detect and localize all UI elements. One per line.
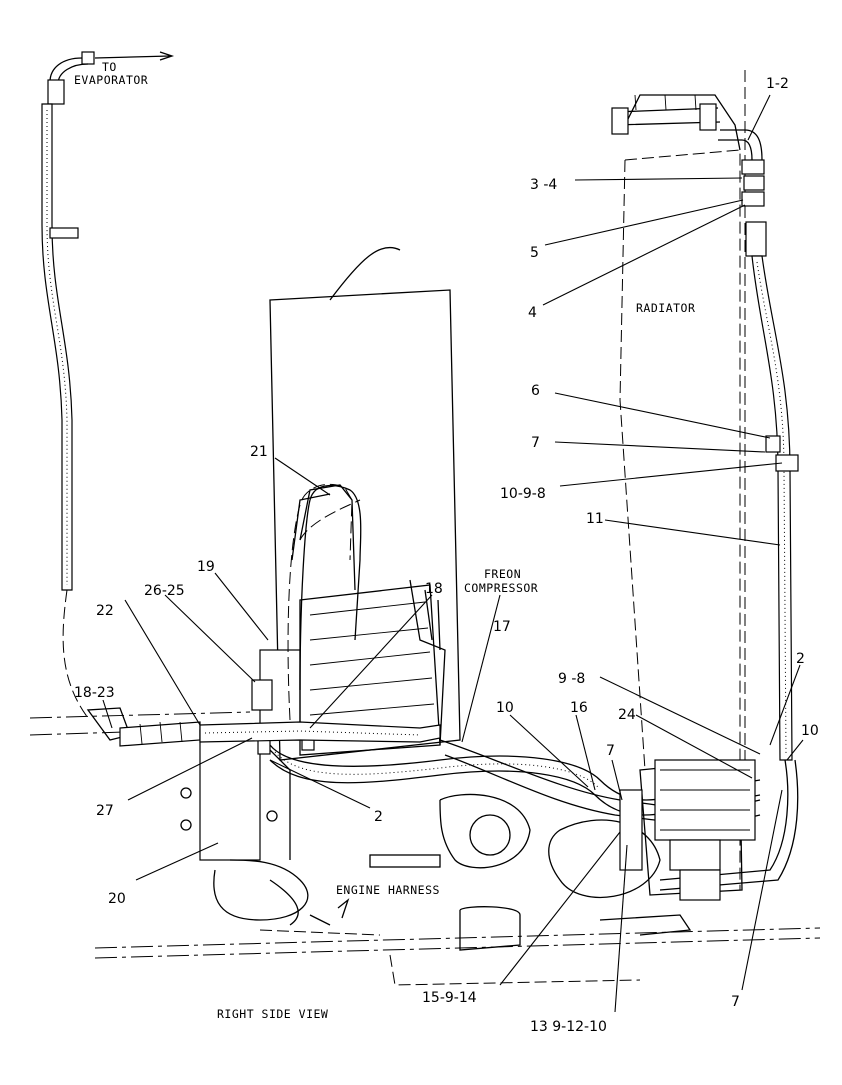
callout-label: 16 bbox=[570, 700, 588, 716]
callout-label: 17 bbox=[493, 619, 511, 635]
callout-label: 10 bbox=[496, 700, 514, 716]
callout-label: 1-2 bbox=[766, 76, 789, 92]
callout-label: 20 bbox=[108, 891, 126, 907]
radiator-hose bbox=[659, 129, 799, 891]
engine-harness-label: ENGINE HARNESS bbox=[336, 883, 440, 897]
callout-label: 27 bbox=[96, 803, 114, 819]
callout-label: 7 bbox=[606, 743, 615, 759]
compressor-assembly bbox=[180, 289, 461, 861]
callout-label: 10 bbox=[801, 723, 819, 739]
callout-label: 3 -4 bbox=[530, 177, 557, 193]
callout-label: 7 bbox=[731, 994, 740, 1010]
engine-components bbox=[213, 759, 756, 951]
callout-label: 11 bbox=[586, 511, 604, 527]
to-evaporator-label-line2: EVAPORATOR bbox=[74, 73, 148, 87]
radiator bbox=[611, 94, 743, 896]
callout-label: 18-23 bbox=[74, 685, 115, 701]
callout-label: 5 bbox=[530, 245, 539, 261]
callout-label: 6 bbox=[531, 383, 540, 399]
callout-label: 22 bbox=[96, 603, 114, 619]
callout-label: 26-25 bbox=[144, 583, 185, 599]
callout-label: 4 bbox=[528, 305, 537, 321]
callout-label: 13 9-12-10 bbox=[530, 1019, 607, 1035]
callout-label: 19 bbox=[197, 559, 215, 575]
line-21-loop bbox=[287, 483, 362, 721]
to-evaporator-label-line1: TO bbox=[102, 60, 117, 74]
callout-label: 7 bbox=[531, 435, 540, 451]
callout-label: 21 bbox=[250, 444, 268, 460]
callout-label: 10-9-8 bbox=[500, 486, 546, 502]
callout-label: 2 bbox=[796, 651, 805, 667]
freon-label-line2: COMPRESSOR bbox=[464, 581, 538, 595]
callout-label: 9 -8 bbox=[558, 671, 585, 687]
leader-lines bbox=[102, 94, 804, 1013]
view-title: RIGHT SIDE VIEW bbox=[217, 1007, 328, 1021]
callouts: 1-2 3 -4 5 4 6 7 10-9-8 11 21 19 26-25 2… bbox=[74, 76, 819, 1035]
callout-label: 24 bbox=[618, 707, 636, 723]
callout-label: 18 bbox=[425, 581, 443, 597]
freon-label-line1: FREON bbox=[484, 567, 521, 581]
callout-label: 15-9-14 bbox=[422, 990, 477, 1006]
callout-label: 2 bbox=[374, 809, 383, 825]
evaporator-hose bbox=[41, 51, 201, 747]
radiator-label: RADIATOR bbox=[636, 301, 695, 315]
